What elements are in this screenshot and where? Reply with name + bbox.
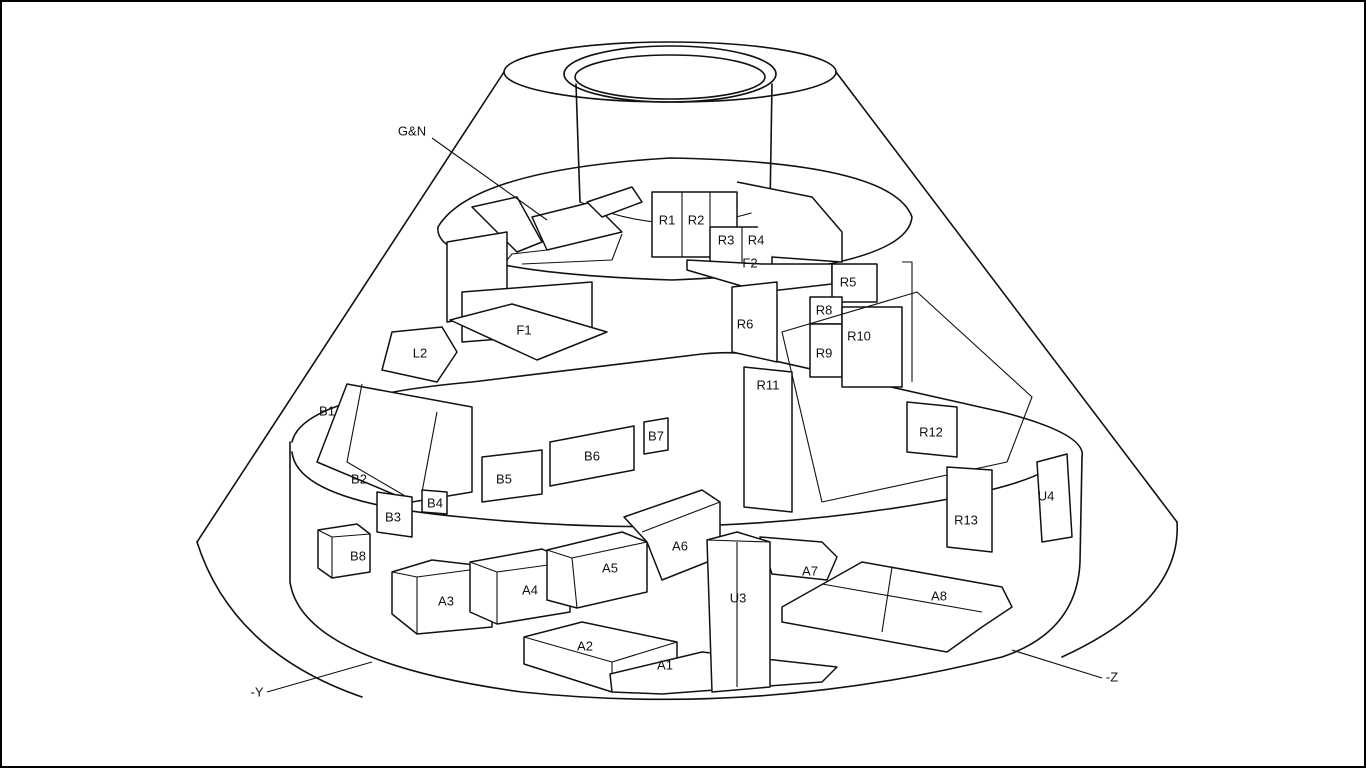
label-r5: R5: [840, 274, 857, 289]
axis-minus-y: -Y: [251, 661, 373, 699]
rack-r8-r10: R8 R9 R10: [809, 261, 913, 388]
label-u3: U3: [730, 590, 747, 605]
box-a7: A7: [759, 536, 838, 581]
label-r2: R2: [688, 212, 705, 227]
unit-u4: U4: [1036, 453, 1073, 543]
label-b3: B3: [385, 509, 401, 524]
rack-r13: R13: [946, 466, 993, 553]
label-minus-z: -Z: [1106, 669, 1118, 684]
label-a2: A2: [577, 638, 593, 653]
label-a3: A3: [438, 593, 454, 608]
label-r4: R4: [748, 232, 765, 247]
axis-minus-z: -Z: [1011, 649, 1118, 684]
label-a1: A1: [657, 657, 673, 672]
label-a6: A6: [672, 538, 688, 553]
rack-r11: R11: [743, 366, 793, 513]
panel-f1: F1: [449, 303, 608, 361]
label-a8: A8: [931, 588, 947, 603]
box-a4: A4: [469, 548, 571, 625]
rack-r6: R6: [731, 281, 778, 363]
label-r3: R3: [718, 232, 735, 247]
label-r1: R1: [659, 212, 676, 227]
label-b4: B4: [427, 495, 443, 510]
label-r9: R9: [816, 345, 833, 360]
label-r6: R6: [737, 316, 754, 331]
box-a5: A5: [546, 531, 648, 609]
label-gn: G&N: [398, 123, 426, 138]
bay-b5-b7: B5 B6 B7: [481, 417, 669, 503]
outer-shell: [196, 41, 1178, 698]
label-r10: R10: [847, 328, 871, 343]
label-a4: A4: [522, 582, 538, 597]
label-f1: F1: [516, 322, 531, 337]
label-r12: R12: [919, 424, 943, 439]
label-b8: B8: [350, 548, 366, 563]
label-a7: A7: [802, 563, 818, 578]
unit-u3: U3: [706, 531, 771, 693]
label-b2: B2: [351, 471, 367, 486]
bay-b1-b4: B1 B2 B3 B4: [316, 383, 473, 538]
label-b7: B7: [648, 428, 664, 443]
label-minus-y: -Y: [251, 684, 264, 699]
rack-r12: R12: [906, 401, 958, 458]
label-r11: R11: [757, 377, 780, 392]
gn-leader-line: [431, 137, 548, 221]
label-b6: B6: [584, 448, 600, 463]
upper-bulkhead: [437, 157, 913, 281]
label-b5: B5: [496, 471, 512, 486]
label-a5: A5: [602, 560, 618, 575]
label-b1: B1: [319, 403, 335, 418]
box-a8: A8: [781, 561, 1013, 653]
box-a3: A3: [391, 559, 493, 635]
panel-l2: L2: [381, 326, 458, 383]
right-panel-outline: [781, 291, 1033, 503]
label-l2: L2: [413, 345, 427, 360]
label-f2: F2: [742, 255, 757, 270]
bay-b8: B8: [317, 523, 371, 579]
label-u4: U4: [1038, 488, 1055, 503]
label-r8: R8: [816, 302, 833, 317]
label-r13: R13: [954, 512, 978, 527]
rack-r5: R5: [831, 263, 878, 303]
rack-r1-r4: R1 R2 R3 R4: [651, 181, 843, 268]
